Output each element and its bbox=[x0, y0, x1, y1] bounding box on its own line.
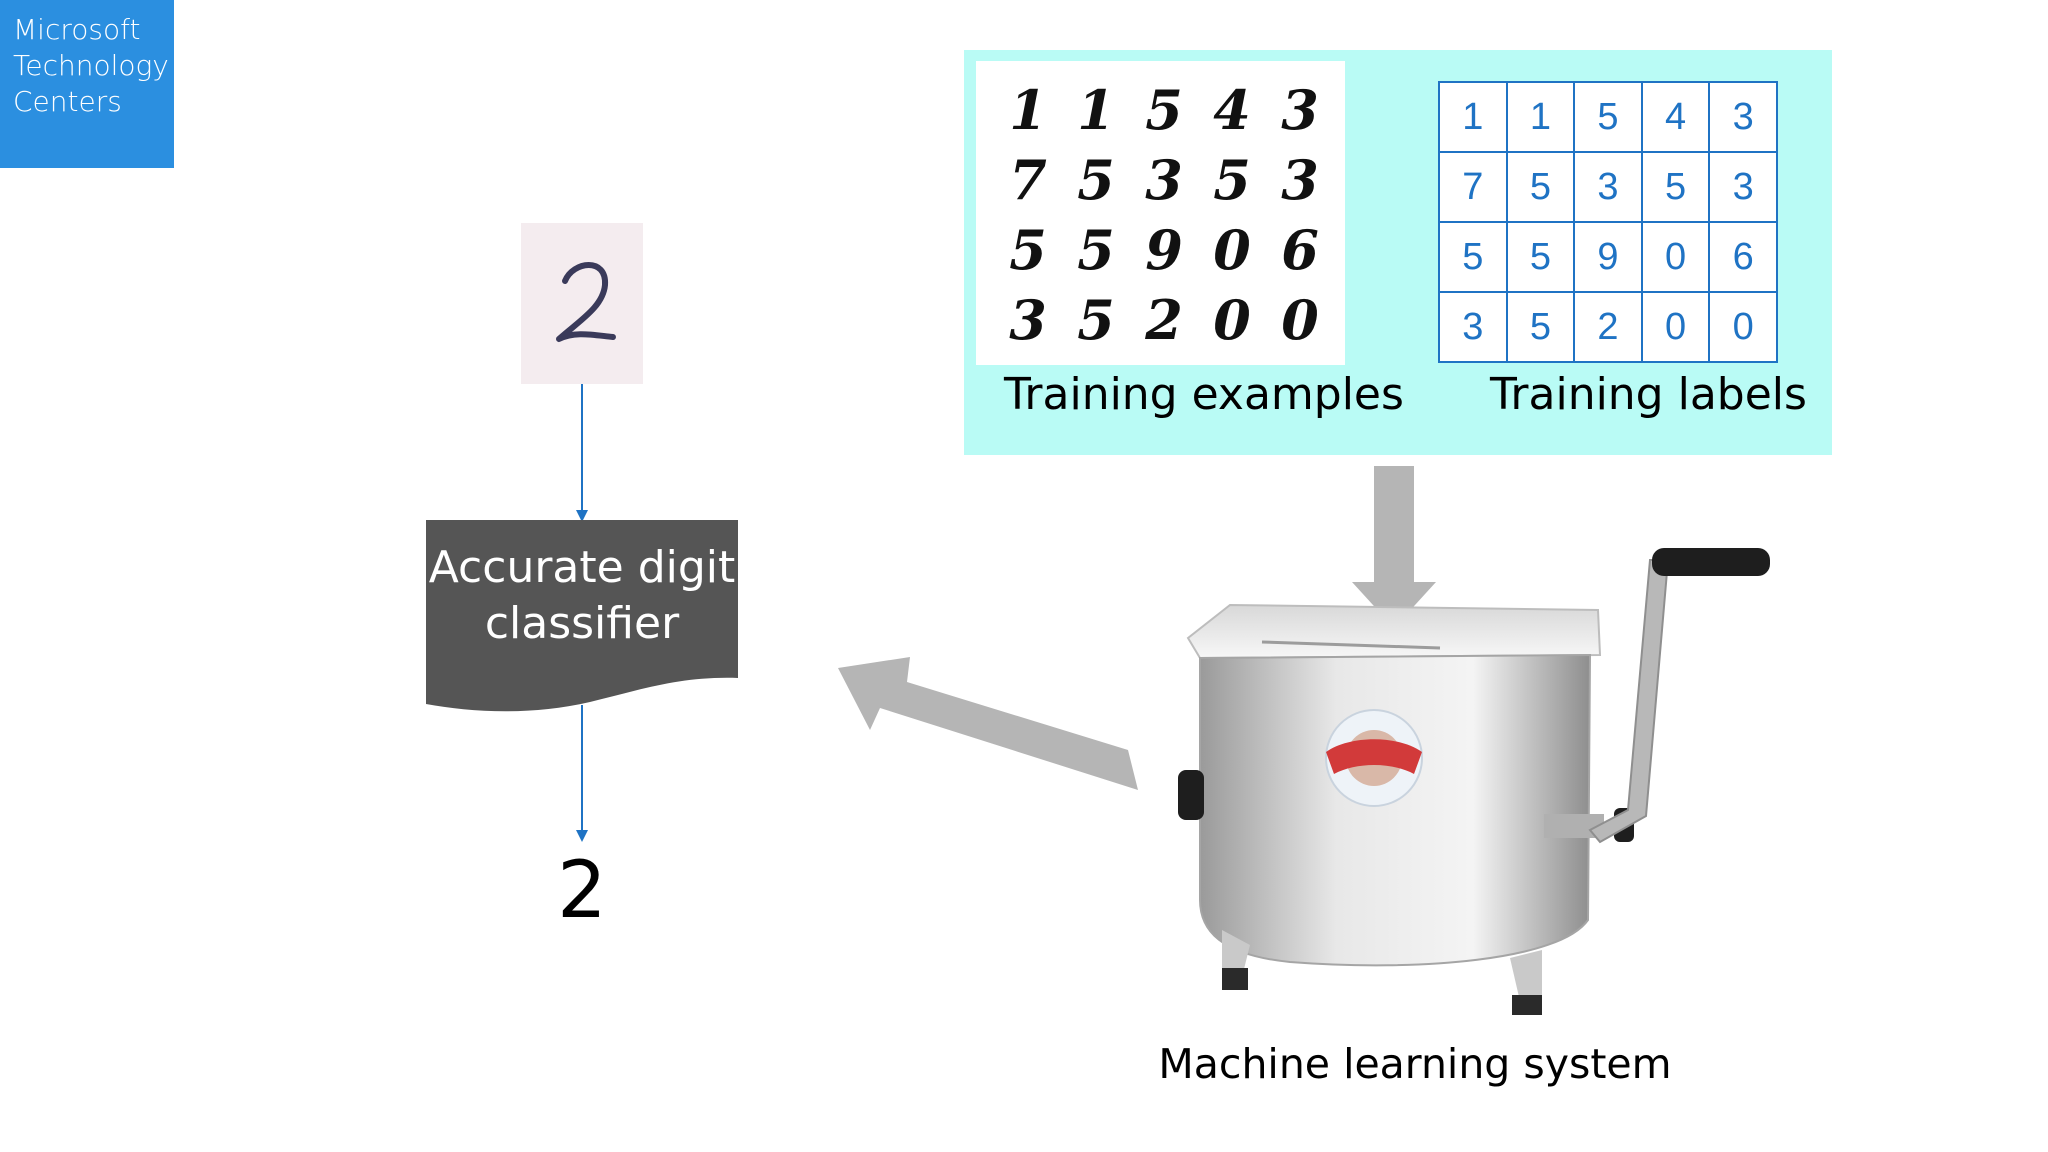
training-data-panel: 1 1 5 4 3 7 5 3 5 3 5 5 9 0 6 3 5 2 0 0 … bbox=[964, 50, 1832, 455]
label-cell: 5 bbox=[1640, 151, 1711, 223]
label-cell: 4 bbox=[1640, 81, 1711, 153]
label-cell: 1 bbox=[1438, 81, 1508, 153]
example-digit: 0 bbox=[1213, 288, 1251, 352]
example-digit: 1 bbox=[1009, 78, 1047, 142]
table-row: 5 5 9 0 6 bbox=[1438, 221, 1778, 293]
connector-arrow-down-2 bbox=[576, 705, 588, 842]
output-arrow-icon bbox=[838, 657, 1138, 790]
example-digit: 0 bbox=[1213, 218, 1251, 282]
label-cell: 0 bbox=[1640, 291, 1711, 363]
example-digit: 5 bbox=[1077, 288, 1115, 352]
label-cell: 3 bbox=[1438, 291, 1508, 363]
example-digit: 0 bbox=[1281, 288, 1319, 352]
example-digit: 1 bbox=[1077, 78, 1115, 142]
label-cell: 7 bbox=[1438, 151, 1508, 223]
label-cell: 3 bbox=[1708, 81, 1778, 153]
table-row: 1 1 5 4 3 bbox=[1438, 81, 1778, 153]
classifier-label: Accurate digit classifier bbox=[426, 540, 738, 652]
label-cell: 5 bbox=[1505, 151, 1576, 223]
training-labels-caption: Training labels bbox=[1490, 369, 1807, 420]
label-cell: 5 bbox=[1573, 81, 1643, 153]
label-cell: 0 bbox=[1640, 221, 1711, 293]
example-digit: 3 bbox=[1281, 78, 1319, 142]
training-examples-grid: 1 1 5 4 3 7 5 3 5 3 5 5 9 0 6 3 5 2 0 0 bbox=[994, 75, 1334, 355]
output-digit: 2 bbox=[557, 846, 607, 936]
label-cell: 5 bbox=[1505, 221, 1576, 293]
machine-learning-system-caption: Machine learning system bbox=[1158, 1040, 1672, 1088]
logo-line-1: Microsoft bbox=[13, 13, 141, 46]
classifier-document-shape bbox=[426, 520, 738, 712]
example-digit: 3 bbox=[1145, 148, 1183, 212]
example-digit: 3 bbox=[1281, 148, 1319, 212]
microsoft-technology-centers-logo: Microsoft Technology Centers bbox=[0, 0, 174, 168]
example-digit: 5 bbox=[1077, 218, 1115, 282]
example-digit: 5 bbox=[1009, 218, 1047, 282]
classifier-label-line-1: Accurate digit bbox=[428, 542, 736, 593]
example-digit: 7 bbox=[1009, 148, 1047, 212]
example-digit: 5 bbox=[1145, 78, 1183, 142]
handwritten-sample-image bbox=[521, 223, 643, 384]
example-digit: 6 bbox=[1281, 218, 1319, 282]
example-digit: 5 bbox=[1213, 148, 1251, 212]
table-row: 7 5 3 5 3 bbox=[1438, 151, 1778, 223]
example-digit: 9 bbox=[1145, 218, 1183, 282]
logo-line-3: Centers bbox=[13, 85, 122, 118]
training-labels-table: 1 1 5 4 3 7 5 3 5 3 5 5 9 0 6 3 5 2 0 0 bbox=[1438, 81, 1778, 363]
classifier-label-line-2: classifier bbox=[484, 598, 680, 649]
handwritten-digit-two-icon bbox=[556, 262, 616, 342]
training-examples-image: 1 1 5 4 3 7 5 3 5 3 5 5 9 0 6 3 5 2 0 0 bbox=[976, 61, 1345, 365]
example-digit: 2 bbox=[1145, 288, 1183, 352]
label-cell: 9 bbox=[1573, 221, 1643, 293]
example-digit: 5 bbox=[1077, 148, 1115, 212]
connector-arrow-down-1 bbox=[576, 384, 588, 522]
label-cell: 2 bbox=[1573, 291, 1643, 363]
training-examples-caption: Training examples bbox=[1004, 369, 1404, 420]
logo-line-2: Technology bbox=[13, 49, 169, 82]
label-cell: 3 bbox=[1708, 151, 1778, 223]
label-cell: 5 bbox=[1505, 291, 1576, 363]
example-digit: 4 bbox=[1213, 78, 1251, 142]
sausage-mixer-machine-image bbox=[1178, 548, 1770, 1015]
table-row: 3 5 2 0 0 bbox=[1438, 291, 1778, 363]
training-input-arrow-icon bbox=[1352, 466, 1436, 628]
example-digit: 3 bbox=[1009, 288, 1047, 352]
label-cell: 5 bbox=[1438, 221, 1508, 293]
label-cell: 1 bbox=[1505, 81, 1576, 153]
label-cell: 0 bbox=[1708, 291, 1778, 363]
label-cell: 6 bbox=[1708, 221, 1778, 293]
label-cell: 3 bbox=[1573, 151, 1643, 223]
